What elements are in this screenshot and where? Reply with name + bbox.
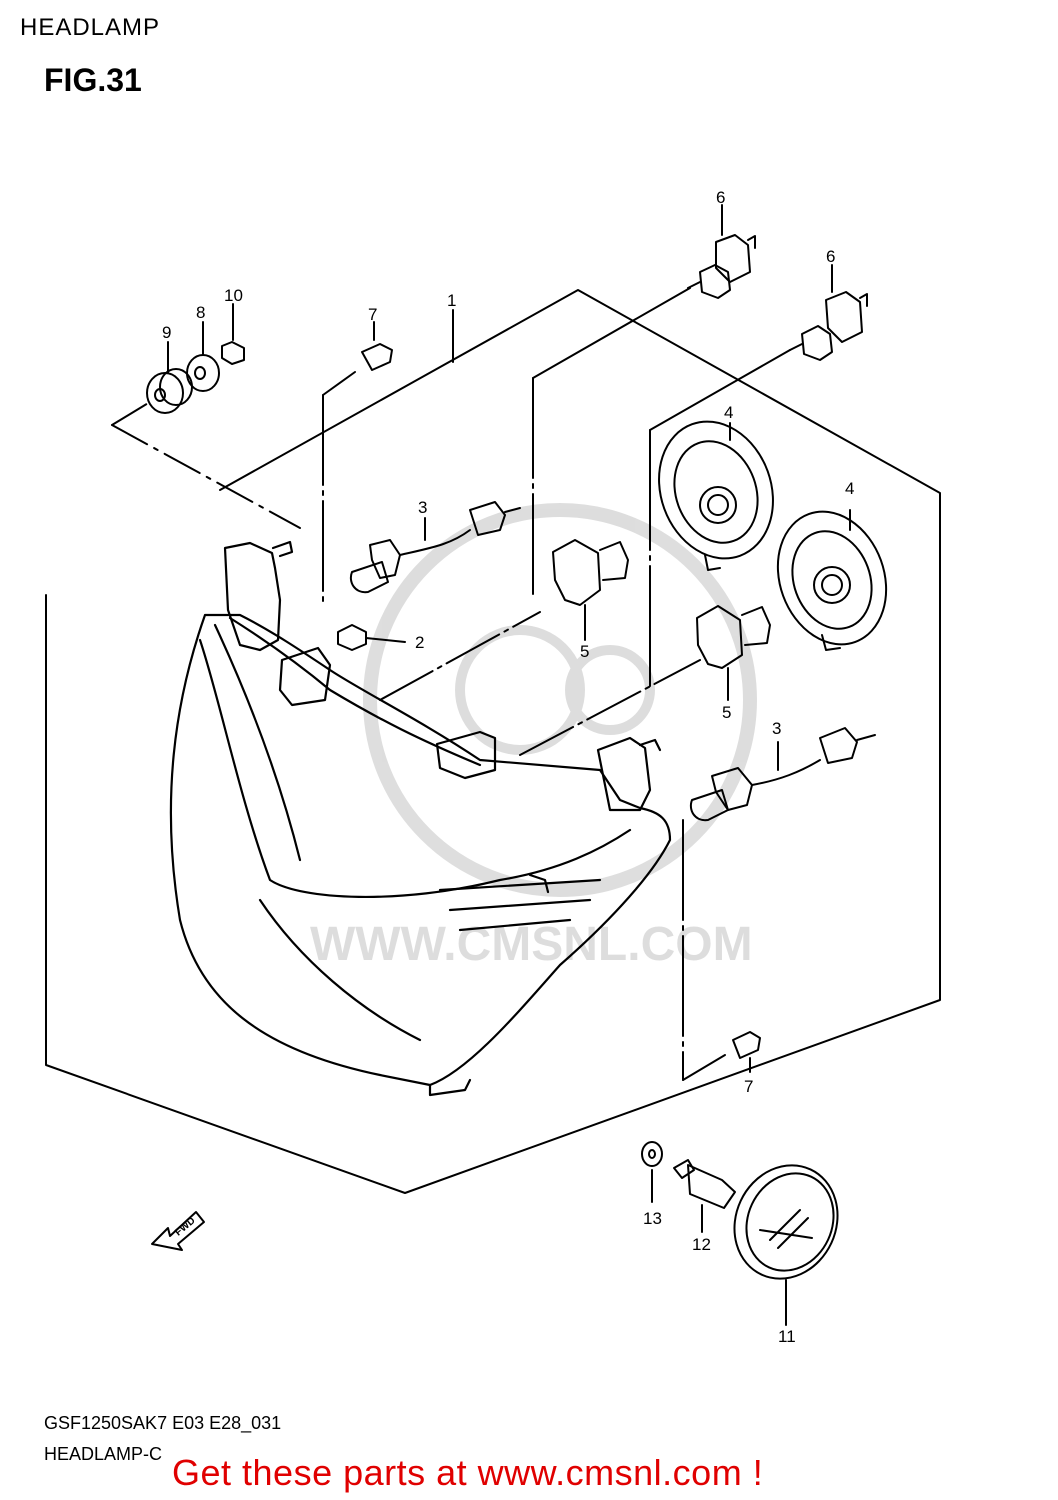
callout-7a: 7 <box>368 305 377 324</box>
callout-1: 1 <box>447 291 456 310</box>
callout-3a: 3 <box>418 498 427 517</box>
part-clip: 2 <box>337 624 424 652</box>
part-position-bulb-lower: 7 <box>732 1031 761 1096</box>
drawing-name: HEADLAMP-C <box>44 1444 163 1464</box>
callout-6a: 6 <box>716 188 725 207</box>
callout-1-leader: 1 <box>447 291 456 363</box>
callout-8: 8 <box>196 303 205 322</box>
part-bulb-lower: 6 <box>789 247 868 361</box>
callout-4b: 4 <box>845 479 854 498</box>
callout-4a: 4 <box>724 403 733 422</box>
part-position-bulb-upper: 7 <box>361 305 393 371</box>
assembly-frame <box>45 289 941 1194</box>
part-cover-lower: 4 <box>776 479 888 651</box>
callout-10: 10 <box>224 286 243 305</box>
headlamp-housing <box>169 540 672 1097</box>
fwd-arrow-icon: FWD <box>151 1211 205 1251</box>
part-bulb-socket-upper: 5 <box>552 539 629 661</box>
watermark: WWW.CMSNL.COM <box>310 503 757 971</box>
part-nut: 10 <box>221 286 245 365</box>
callout-5b: 5 <box>722 703 731 722</box>
part-washer-small: 13 <box>641 1141 663 1228</box>
callout-9: 9 <box>162 323 171 342</box>
callout-2: 2 <box>415 633 424 652</box>
part-socket-lower: 3 <box>689 719 876 822</box>
callout-6b: 6 <box>826 247 835 266</box>
bracket-outline <box>111 401 301 529</box>
watermark-text: WWW.CMSNL.COM <box>310 918 753 971</box>
part-grommet: 9 <box>146 323 193 414</box>
part-cover-upper: 4 <box>658 403 774 571</box>
subframes <box>322 287 791 1081</box>
part-bulb-upper: 6 <box>687 188 756 299</box>
promo-link-text[interactable]: Get these parts at www.cmsnl.com ! <box>172 1452 764 1493</box>
part-adjuster-cap: 11 <box>733 1164 839 1346</box>
part-screw: 12 <box>673 1159 736 1254</box>
callout-3b: 3 <box>772 719 781 738</box>
part-bulb-socket-lower: 5 <box>696 605 771 722</box>
figure-number: FIG.31 <box>44 62 142 98</box>
part-washer: 8 <box>186 303 220 392</box>
callout-7b: 7 <box>744 1077 753 1096</box>
model-code: GSF1250SAK7 E03 E28_031 <box>44 1413 282 1433</box>
page-title: HEADLAMP <box>20 14 161 41</box>
callout-11: 11 <box>778 1327 796 1346</box>
callout-13: 13 <box>643 1209 662 1228</box>
callout-5a: 5 <box>580 642 589 661</box>
callout-12: 12 <box>692 1235 711 1254</box>
part-socket-upper: 3 <box>349 498 521 594</box>
